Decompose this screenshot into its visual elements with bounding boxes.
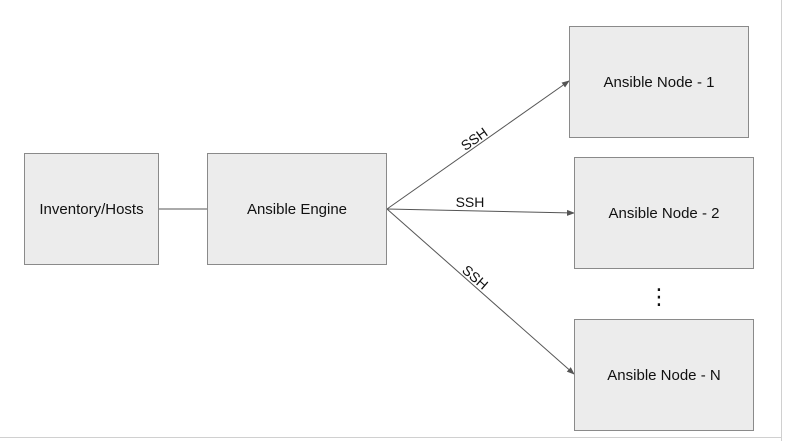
frame-right-border: [781, 0, 782, 441]
ansible-node-1-label: Ansible Node - 1: [603, 73, 715, 91]
ansible-node-2-box: Ansible Node - 2: [574, 157, 754, 269]
frame-bottom-border: [0, 437, 782, 438]
edge-label-ssh-1: SSH: [458, 124, 491, 154]
ansible-node-1-box: Ansible Node - 1: [569, 26, 749, 138]
edge-label-ssh-2: SSH: [456, 194, 485, 210]
edge-engine-nodeN: [386, 208, 575, 375]
edge-engine-node1: [386, 80, 570, 210]
ansible-node-n-label: Ansible Node - N: [607, 366, 721, 384]
ansible-engine-box: Ansible Engine: [207, 153, 387, 265]
ansible-node-2-label: Ansible Node - 2: [608, 204, 720, 222]
ansible-node-n-box: Ansible Node - N: [574, 319, 754, 431]
edge-engine-node2: [386, 208, 575, 216]
ansible-engine-label: Ansible Engine: [246, 200, 348, 218]
inventory-hosts-box: Inventory/Hosts: [24, 153, 159, 265]
edge-label-ssh-n: SSH: [459, 262, 491, 293]
vertical-ellipsis: ⋮: [648, 285, 670, 310]
inventory-hosts-label: Inventory/Hosts: [39, 200, 144, 218]
